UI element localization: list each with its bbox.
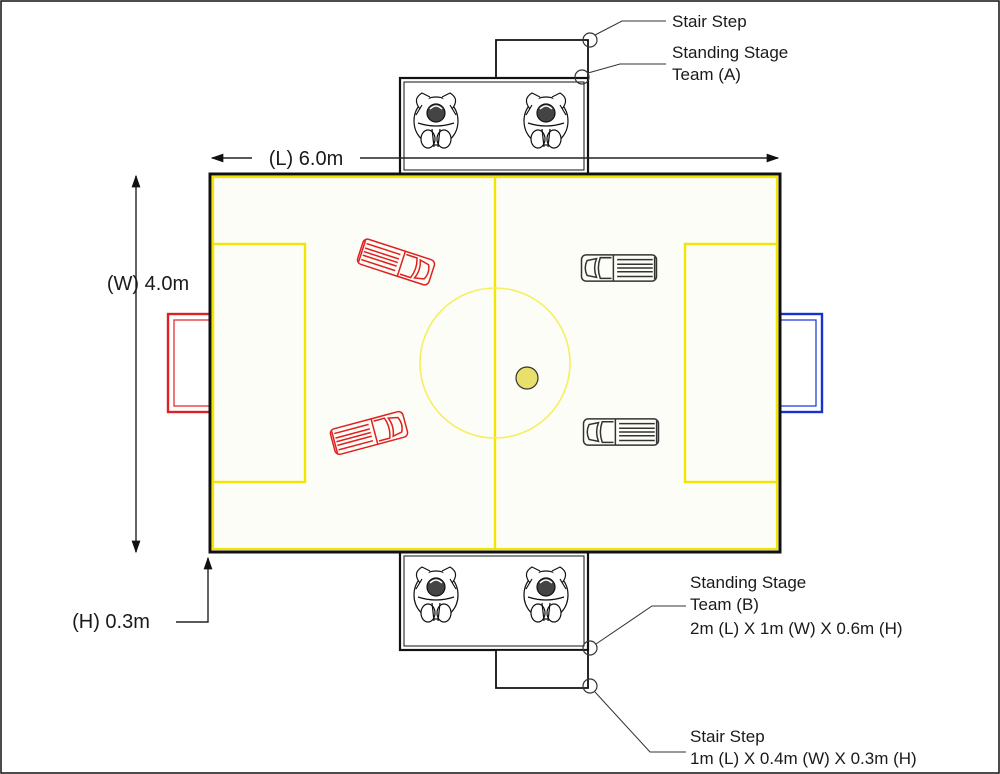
stair-step-top (495, 39, 589, 79)
person-icon (413, 566, 459, 623)
stair-step-bottom-label-line1: Stair Step (690, 727, 765, 746)
stair-step-bottom-label-line2: 1m (L) X 0.4m (W) X 0.3m (H) (690, 749, 917, 768)
stage-b-label-line1: Standing Stage (690, 573, 806, 592)
callout-marker (582, 678, 598, 694)
width-label: (W) 4.0m (107, 273, 189, 295)
penalty-area-left (211, 242, 307, 484)
callout-marker (582, 32, 598, 48)
length-label: (L) 6.0m (269, 148, 343, 170)
goal-blue (778, 312, 824, 414)
person-icon (523, 566, 569, 623)
stage-a-label-line2: Team (A) (672, 65, 741, 84)
stage-a-label-line1: Standing Stage (672, 43, 788, 62)
playing-field (208, 172, 782, 554)
stair-step-top-label: Stair Step (672, 12, 747, 31)
penalty-area-right (683, 242, 779, 484)
person-icon (523, 92, 569, 149)
callout-marker (582, 640, 598, 656)
stage-b-label-line3: 2m (L) X 1m (W) X 0.6m (H) (690, 619, 903, 638)
height-leader (176, 556, 213, 623)
person-icon (413, 92, 459, 149)
callout-marker (574, 69, 590, 85)
stage-b-label-line2: Team (B) (690, 595, 759, 614)
goal-red (166, 312, 212, 414)
ball-icon (515, 366, 539, 390)
center-circle (419, 287, 571, 439)
height-label: (H) 0.3m (72, 611, 150, 633)
stair-step-bottom (495, 649, 589, 689)
